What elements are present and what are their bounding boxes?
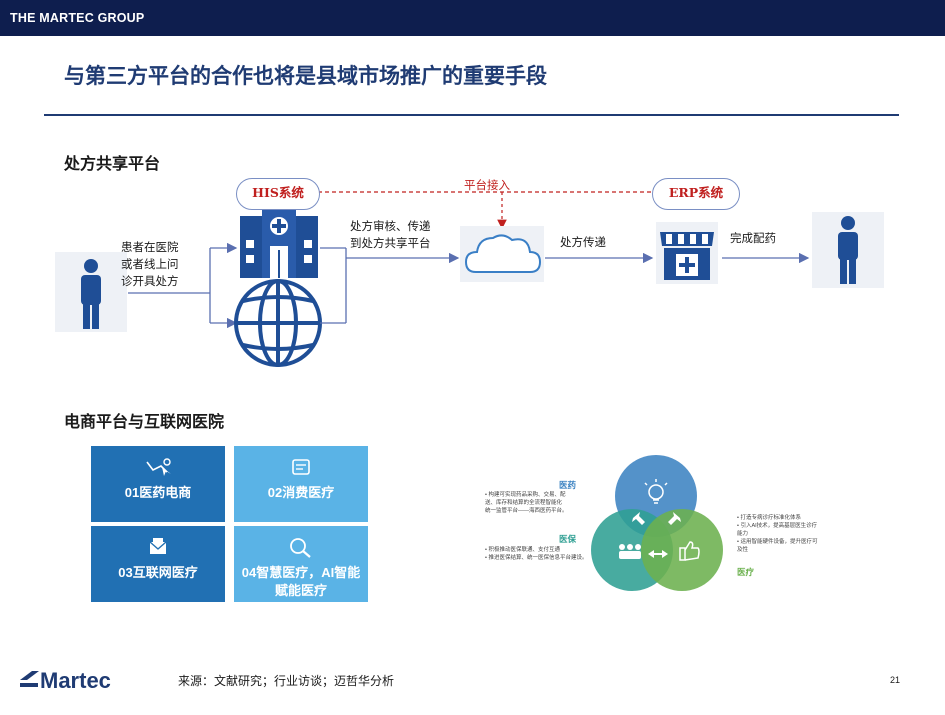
receipt-icon — [292, 459, 310, 475]
platform-access-label: 平台接入 — [464, 178, 510, 192]
venn-diagram — [591, 455, 723, 591]
patient-right-icon — [812, 212, 884, 288]
patient-split-arrow — [128, 242, 238, 329]
title-divider — [44, 114, 899, 116]
platform-access-connector — [318, 191, 652, 230]
header-bar: THE MARTEC GROUP — [0, 0, 945, 36]
tile-smart-medical: 04智慧医疗，AI智能赋能医疗 — [234, 526, 368, 602]
tile-consumer-medical: 02消费医疗 — [234, 446, 368, 522]
patient-left-icon — [55, 252, 127, 332]
martec-logo: Martec — [18, 668, 111, 694]
cloud-icon — [460, 226, 544, 282]
page-title: 与第三方平台的合作也将是县域市场推广的重要手段 — [64, 63, 547, 88]
thumbs-up-icon — [679, 541, 700, 561]
brand-name: THE MARTEC GROUP — [10, 11, 145, 25]
review-flow-arrow — [320, 247, 460, 324]
tile-label: 02消费医疗 — [267, 485, 335, 500]
tile-pharma-ecommerce: 01医药电商 — [91, 446, 225, 522]
section-heading-prescription-platform: 处方共享平台 — [64, 154, 161, 173]
pharmacy-icon — [656, 222, 718, 284]
source-note: 来源：文献研究；行业访谈；迈哲华分析 — [178, 674, 395, 688]
tile-label: 01医药电商 — [124, 485, 192, 500]
martec-logo-mark-icon — [20, 671, 39, 687]
globe-icon — [234, 279, 322, 367]
exchange-arrows-icon — [632, 512, 681, 558]
hospital-icon — [240, 208, 318, 278]
lightbulb-icon — [644, 479, 668, 504]
venn-label-yibao: 医保 — [559, 534, 577, 544]
page-number: 21 — [890, 675, 901, 685]
yiliao-description: • 打造专病诊疗标准化体系 • 引入AI技术，提高基层医生诊疗 能力 • 运用智… — [737, 515, 818, 553]
tile-label: 03互联网医疗 — [118, 565, 198, 580]
yiyao-description: • 构建可实现药品采购、交易、配 送、库存和结算的全流程智能化 统一监管平台——… — [485, 492, 568, 514]
people-icon — [619, 544, 641, 559]
erp-system-badge: ERP系统 — [652, 178, 740, 210]
tile-internet-medical: 03互联网医疗 — [91, 526, 225, 602]
review-transfer-text: 处方审核、传递 到处方共享平台 — [350, 219, 431, 250]
his-system-badge: HIS系统 — [236, 178, 320, 210]
section-heading-ecommerce-internet-hospital: 电商平台与互联网医院 — [64, 412, 225, 431]
transfer-label: 处方传递 — [560, 235, 606, 249]
tile-label: 04智慧医疗，AI智能赋能医疗 — [241, 565, 361, 598]
dispense-label: 完成配药 — [730, 231, 776, 245]
venn-label-yiyao: 医药 — [559, 480, 577, 490]
envelope-icon — [149, 538, 167, 554]
hand-pointer-icon — [146, 458, 171, 476]
venn-circle-yiliao — [641, 509, 723, 591]
yibao-description: • 积极推动医保联通、支付互通 • 推进医保结算、统一医保信息平台建设。 — [485, 547, 588, 561]
patient-prescription-text: 患者在医院 或者线上问 诊开具处方 — [121, 240, 179, 288]
venn-label-yiliao: 医疗 — [737, 567, 755, 577]
magnifier-icon — [290, 538, 311, 558]
